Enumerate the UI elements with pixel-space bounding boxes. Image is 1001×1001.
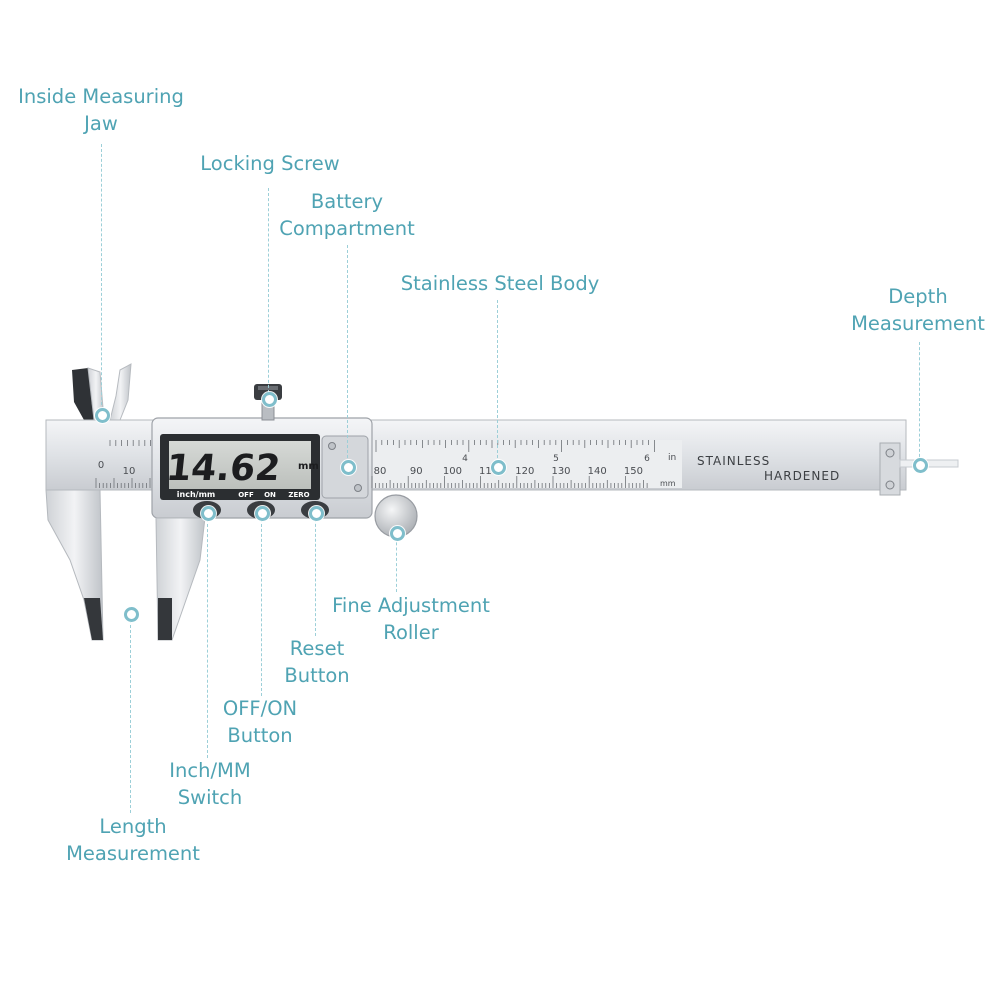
- lead-offon: [261, 514, 262, 696]
- dot-offon: [255, 506, 270, 521]
- depth-rod: [899, 459, 959, 468]
- lead-inchmm: [207, 514, 208, 758]
- mm-label: 0: [98, 460, 104, 471]
- lcd-reading: 14.62: [164, 447, 282, 489]
- label-inside-measuring-jaw: Inside Measuring Jaw: [18, 85, 184, 135]
- mm-label: 140: [588, 466, 607, 477]
- lcd-unit: mm: [298, 461, 319, 472]
- lead-length: [130, 615, 131, 813]
- btn-zero-legend: ZERO: [288, 491, 309, 499]
- inch-label: 6: [644, 454, 650, 464]
- lead-fine-adjust: [396, 532, 397, 592]
- label-inchmm-switch: Inch/MM Switch: [169, 759, 251, 809]
- mm-label: 150: [624, 466, 643, 477]
- mm-label: 100: [443, 466, 462, 477]
- lead-reset: [315, 514, 316, 636]
- lead-battery: [347, 245, 348, 463]
- end-screw-top: [885, 448, 895, 458]
- dot-fine-adjust: [390, 526, 405, 541]
- label-fine-adjustment-roller: Fine Adjustment Roller: [332, 594, 490, 644]
- lead-inside-jaw: [101, 144, 102, 410]
- mm-label: 110: [479, 466, 498, 477]
- dot-locking-screw: [262, 392, 277, 407]
- dot-steel-body: [491, 460, 506, 475]
- inch-label: 4: [462, 454, 468, 464]
- label-battery-compartment: Battery Compartment: [279, 190, 415, 240]
- outside-jaw-sliding-tip: [158, 598, 172, 640]
- battery-screw-bottom: [354, 484, 362, 492]
- mm-label: 10: [123, 466, 136, 477]
- dot-depth: [913, 458, 928, 473]
- engraving-hardened: HARDENED: [764, 469, 840, 483]
- mm-label: 130: [551, 466, 570, 477]
- scale-strip: [372, 440, 682, 488]
- btn-inchmm-legend: inch/mm: [177, 490, 215, 499]
- label-reset-button: Reset Button: [284, 637, 350, 687]
- scale-in-unit: in: [668, 453, 676, 463]
- btn-off-legend: OFF: [238, 491, 254, 499]
- lead-locking-screw: [268, 188, 269, 398]
- label-stainless-steel-body: Stainless Steel Body: [400, 272, 600, 295]
- label-offon-button: OFF/ON Button: [222, 697, 298, 747]
- scale-mm-unit: mm: [660, 479, 676, 488]
- beam-end-plate: [879, 442, 901, 496]
- lcd-screen: [169, 441, 311, 489]
- label-locking-screw: Locking Screw: [200, 152, 340, 175]
- mm-label: 90: [410, 466, 423, 477]
- btn-on-legend: ON: [264, 491, 276, 499]
- outside-jaw-fixed-tip: [84, 598, 103, 640]
- mm-label: 120: [515, 466, 534, 477]
- dot-inside-jaw: [95, 408, 110, 423]
- label-length-measurement: Length Measurement: [66, 815, 200, 865]
- dot-inchmm: [201, 506, 216, 521]
- dot-battery: [341, 460, 356, 475]
- label-depth-measurement: Depth Measurement: [851, 285, 985, 335]
- lead-steel-body: [497, 300, 498, 463]
- inch-label: 5: [553, 454, 559, 464]
- mm-label: 80: [374, 466, 387, 477]
- scale-ticks: [95, 440, 655, 488]
- scale-labels: 0 10 80 90 100 110 120 130 140 150 4 5 6: [98, 454, 650, 477]
- inside-jaw-sliding: [109, 363, 132, 421]
- battery-screw-top: [328, 442, 336, 450]
- dot-length: [124, 607, 139, 622]
- engraving-stainless: STAINLESS: [697, 454, 770, 468]
- dot-reset: [309, 506, 324, 521]
- lead-depth: [919, 342, 920, 462]
- end-screw-bottom: [885, 480, 895, 490]
